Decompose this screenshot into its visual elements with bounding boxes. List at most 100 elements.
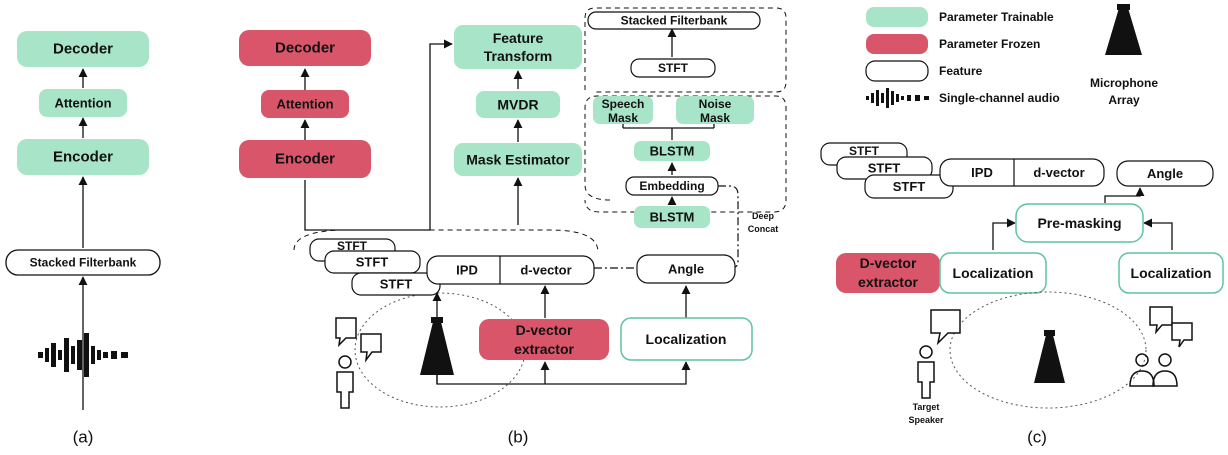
c-localization-right-box	[1118, 252, 1224, 294]
a-single-channel-audio-icon	[38, 333, 128, 377]
legend-mic-label-2: Array	[1108, 93, 1140, 107]
c-interfering-speech-bubble-icon	[1149, 306, 1193, 348]
b-mvdr-label: MVDR	[497, 97, 538, 113]
a-stacked-fbank-label: Stacked Filterbank	[30, 256, 137, 270]
a-attention-box	[39, 89, 127, 117]
b-feature-transform-box	[454, 25, 582, 69]
b-deep-concat-label-2: Concat	[748, 224, 779, 234]
c-interfering-speakers-icon	[1129, 353, 1178, 387]
b-attention-label: Attention	[276, 97, 333, 112]
b-noise-mask-label-1: Noise	[699, 97, 732, 111]
a-attention-label: Attention	[54, 96, 111, 111]
c-dvector-extractor-label-2: extractor	[858, 274, 918, 290]
b-stacked-fbank-label: Stacked Filterbank	[621, 14, 728, 28]
legend-audio-icon	[866, 88, 929, 108]
b-decoder-label: Decoder	[275, 40, 335, 57]
c-premask-to-angle-arrow	[1104, 187, 1145, 203]
b-dvector-extractor-label-2: extractor	[514, 341, 574, 357]
b-attention-box	[261, 90, 349, 118]
b-top-stft-box	[630, 58, 716, 78]
b-decoder-box	[239, 30, 371, 66]
c-localization-right-label: Localization	[1131, 265, 1212, 281]
b-ipd-dvector-box	[426, 255, 595, 285]
b-speech-bubble-icon	[335, 317, 382, 363]
b-localization-label: Localization	[646, 331, 727, 347]
b-mask-estimator-box	[454, 143, 582, 176]
c-acoustic-scene	[949, 291, 1147, 409]
c-microphone-array-icon	[1034, 330, 1065, 383]
b-mask-estimator-label: Mask Estimator	[466, 152, 570, 168]
b-embedding-label: Embedding	[639, 179, 704, 193]
a-stacked-fbank-box	[5, 249, 161, 276]
c-loc-right-to-premask-arrow	[1143, 218, 1173, 250]
legend-frozen-swatch	[866, 34, 928, 54]
b-noise-mask-label-2: Mask	[700, 111, 730, 125]
a-encoder-label: Encoder	[53, 149, 113, 166]
panel-b: Decoder Attention Encoder Feature Transf…	[239, 7, 787, 447]
legend-audio-label: Single-channel audio	[939, 91, 1060, 105]
c-localization-left-label: Localization	[953, 265, 1034, 281]
legend-feature-swatch	[865, 60, 929, 82]
b-dvector-extractor-box	[479, 319, 609, 360]
a-encoder-box	[17, 139, 149, 175]
b-lower-blstm-label: BLSTM	[650, 210, 695, 225]
b-dvector-extractor-label-1: D-vector	[516, 322, 573, 338]
c-target-speech-bubble-icon	[930, 309, 961, 346]
b-ipd-label: IPD	[456, 263, 478, 278]
b-encoder-label: Encoder	[275, 151, 335, 168]
c-ipd-dvector-box	[939, 158, 1105, 187]
c-premasking-label: Pre-masking	[1037, 215, 1121, 231]
b-caption: (b)	[508, 428, 529, 447]
c-localization-left-box	[939, 252, 1047, 294]
panel-a: Decoder Attention Encoder Stacked Filter…	[5, 31, 161, 447]
b-microphone-array-icon	[420, 317, 454, 375]
legend-frozen-label: Parameter Frozen	[939, 37, 1040, 51]
b-embedding-box	[625, 176, 719, 196]
b-stft-label-2: STFT	[356, 255, 389, 270]
b-top-stft-label: STFT	[658, 61, 689, 75]
b-mvdr-box	[476, 91, 560, 118]
c-angle-box	[1116, 160, 1214, 187]
c-dvector-label: d-vector	[1033, 165, 1084, 180]
c-stft-label-2: STFT	[868, 161, 901, 176]
b-encoder-box	[239, 140, 371, 178]
c-angle-label: Angle	[1147, 166, 1183, 181]
b-feature-region-outline	[293, 229, 599, 253]
b-feature-transform-label-1: Feature	[493, 30, 544, 46]
c-stft-label-1: STFT	[849, 144, 880, 158]
b-dvector-label: d-vector	[520, 263, 571, 278]
b-stft-label-1: STFT	[337, 239, 368, 253]
c-loc-left-to-premask-arrow	[992, 218, 1016, 250]
legend-trainable-label: Parameter Trainable	[939, 10, 1054, 24]
b-feature-transform-label-2: Transform	[484, 48, 552, 64]
a-decoder-box	[17, 31, 149, 67]
b-stft-label-3: STFT	[380, 277, 413, 292]
b-localization-box	[620, 317, 753, 361]
legend: Parameter Trainable Parameter Frozen Fea…	[865, 4, 1158, 108]
c-target-speaker-label-1: Target	[913, 402, 940, 412]
c-ipd-label: IPD	[971, 165, 993, 180]
c-caption: (c)	[1027, 428, 1047, 447]
b-angle-label: Angle	[668, 262, 704, 277]
b-speech-mask-label-1: Speech	[602, 97, 645, 111]
b-angle-box	[636, 254, 736, 284]
b-lower-blstm-box	[634, 206, 710, 228]
legend-trainable-swatch	[866, 7, 928, 27]
b-speech-mask-label-2: Mask	[608, 111, 638, 125]
legend-microphone-array-icon	[1105, 4, 1142, 55]
c-stft-label-3: STFT	[893, 179, 926, 194]
c-premasking-box	[1015, 203, 1144, 243]
panel-c: STFT STFT STFT IPD d-vector Angle Pre-ma…	[820, 142, 1224, 447]
c-target-speaker-icon	[917, 345, 935, 399]
b-mask-region-outline	[584, 95, 787, 213]
a-caption: (a)	[73, 428, 94, 447]
b-target-speaker-icon	[336, 355, 354, 409]
b-noise-mask-box	[676, 96, 754, 124]
b-array-to-localization-connector	[436, 361, 691, 385]
legend-mic-label-1: Microphone	[1090, 76, 1158, 90]
c-dvector-extractor-label-1: D-vector	[860, 255, 917, 271]
c-dvector-extractor-box	[836, 253, 940, 293]
b-transform-to-encoder-connector	[304, 39, 453, 231]
b-upper-blstm-label: BLSTM	[650, 144, 695, 159]
